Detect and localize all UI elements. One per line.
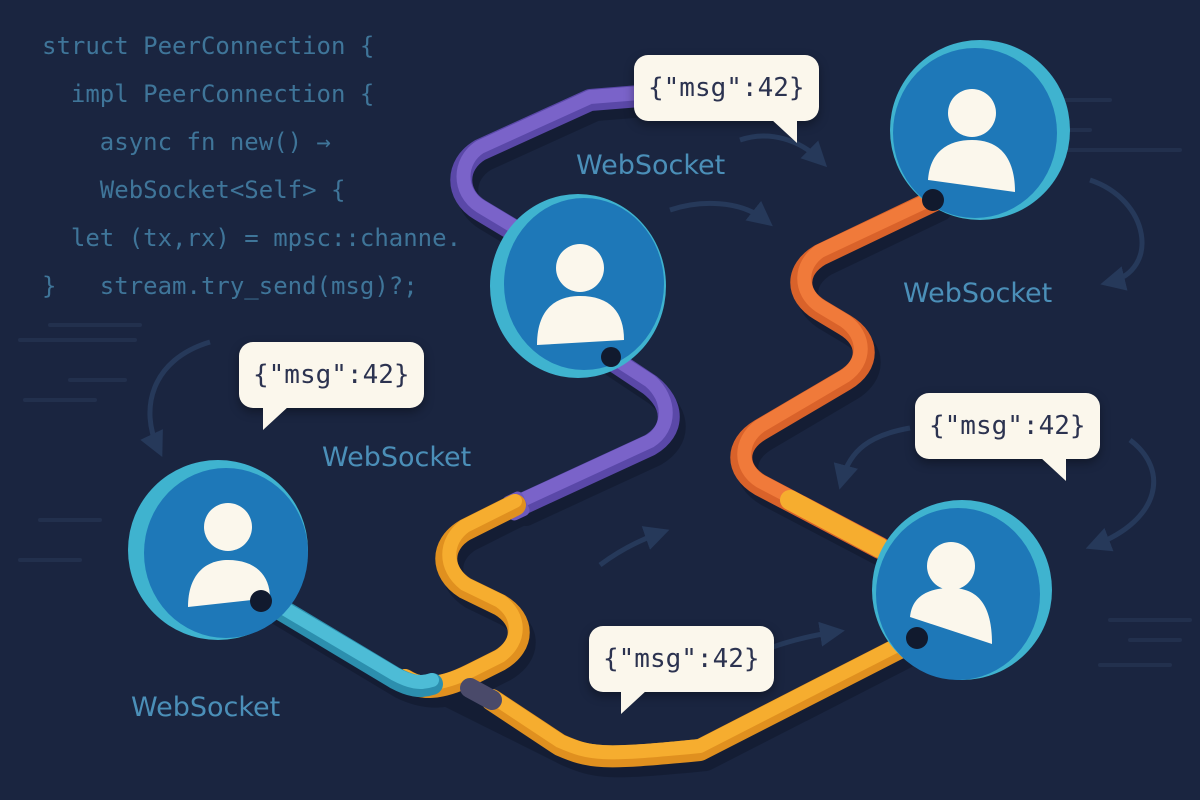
websocket-label: WebSocket: [322, 442, 472, 473]
websocket-label: WebSocket: [131, 692, 281, 723]
cable-port: [250, 590, 272, 612]
code-line: let (tx,rx) = mpsc::channe.: [42, 224, 462, 252]
arrow-icon: [598, 526, 670, 568]
background-lines: [18, 98, 1192, 667]
message-bubble: {"msg":42}: [239, 342, 424, 430]
bubble-tail: [263, 406, 289, 430]
websocket-label: WebSocket: [903, 278, 1053, 309]
cable-port: [601, 347, 621, 367]
message-text: {"msg":42}: [648, 73, 805, 103]
message-bubble: {"msg":42}: [589, 626, 774, 714]
peer-node-top-right[interactable]: [890, 40, 1070, 220]
code-line: async fn new() →: [42, 128, 331, 156]
bubble-tail: [621, 690, 647, 714]
cable-port: [922, 189, 944, 211]
peer-node-bottom-right[interactable]: [872, 500, 1052, 680]
websocket-label: WebSocket: [576, 150, 726, 181]
bubble-tail: [1039, 457, 1066, 481]
user-icon: [910, 542, 992, 644]
cable-teal: [254, 589, 443, 697]
user-icon: [928, 89, 1015, 192]
arrow-icon: [140, 339, 211, 458]
bubble-tail: [770, 119, 797, 143]
cable-purple: [450, 85, 651, 251]
peer-node-center[interactable]: [490, 194, 666, 378]
message-bubble: {"msg":42}: [915, 393, 1100, 481]
user-icon: [537, 244, 624, 345]
flow-arrows: [140, 133, 1156, 653]
arrow-icon: [1089, 177, 1145, 291]
peer-node-bottom-left[interactable]: [128, 460, 308, 640]
message-bubble: {"msg":42}: [634, 55, 819, 143]
arrow-icon: [833, 425, 911, 490]
message-text: {"msg":42}: [929, 411, 1086, 441]
cable-orange: [730, 189, 946, 559]
code-line: struct PeerConnection {: [42, 32, 375, 60]
user-icon: [188, 503, 270, 607]
code-line: } stream.try_send(msg)?;: [42, 272, 418, 300]
message-text: {"msg":42}: [603, 644, 760, 674]
arrow-icon: [764, 621, 845, 653]
code-line: impl PeerConnection {: [42, 80, 375, 108]
cable-port: [906, 627, 928, 649]
cable-yellow-bottom: [460, 629, 926, 768]
arrow-icon: [1085, 438, 1156, 552]
arrow-icon: [669, 200, 773, 227]
code-line: WebSocket<Self> {: [42, 176, 346, 204]
message-text: {"msg":42}: [253, 360, 410, 390]
code-snippet: struct PeerConnection { impl PeerConnect…: [42, 22, 461, 310]
